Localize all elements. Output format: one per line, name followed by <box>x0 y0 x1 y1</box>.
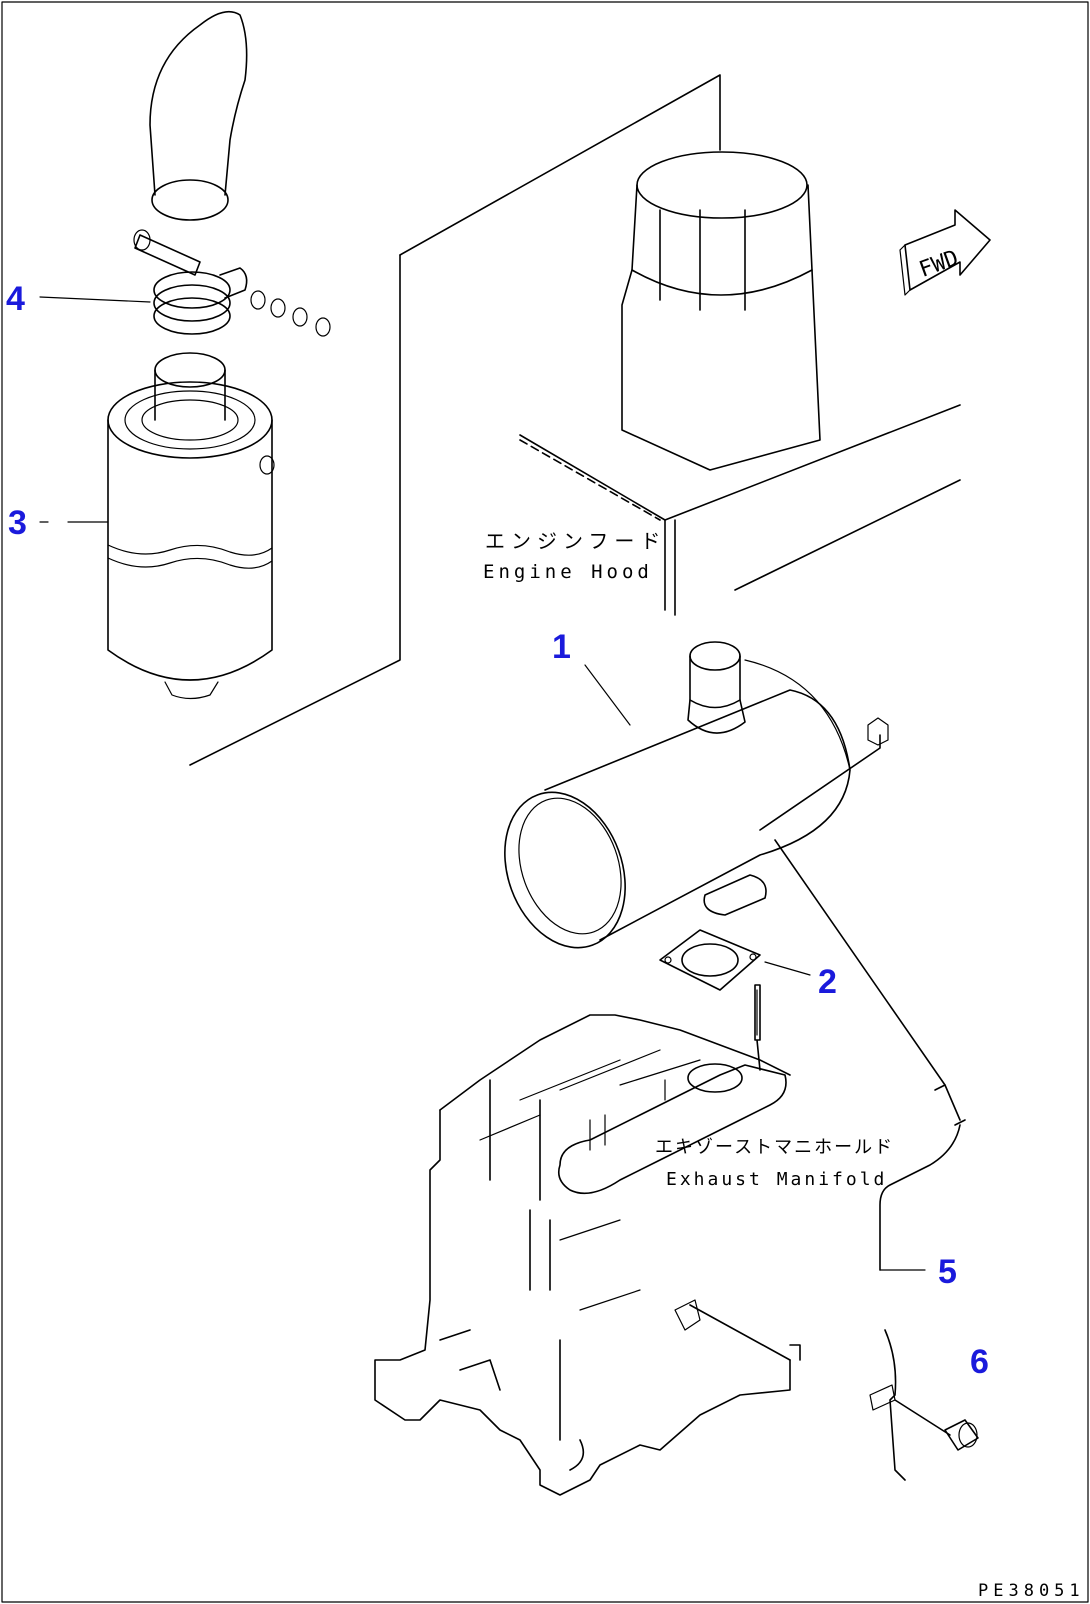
drain-tube <box>774 839 966 1271</box>
stud-bolt <box>754 984 761 1071</box>
bracket-bolt <box>869 1329 979 1481</box>
callout-6[interactable]: 6 <box>970 1343 989 1381</box>
hose-clamp <box>153 267 331 337</box>
engine-block <box>374 1014 801 1496</box>
drawing-code: PE38051 <box>978 1581 1085 1601</box>
air-cleaner <box>107 352 275 700</box>
callout-2[interactable]: 2 <box>818 963 837 1001</box>
exhaust-manifold-label-jp: エキゾーストマニホールド <box>655 1137 894 1158</box>
gasket <box>659 929 761 991</box>
engine-hood-label-en: Engine Hood <box>483 561 653 583</box>
callout-1[interactable]: 1 <box>552 628 571 666</box>
intake-elbow <box>133 10 248 276</box>
callout-5[interactable]: 5 <box>938 1253 957 1291</box>
exhaust-manifold-label-en: Exhaust Manifold <box>666 1169 887 1190</box>
callout-4[interactable]: 4 <box>6 280 25 318</box>
leader-lines <box>39 296 926 1271</box>
engine-hood <box>189 74 961 766</box>
muffler <box>504 641 889 949</box>
fwd-label: FWD <box>916 246 962 283</box>
forward-arrow-icon: FWD <box>899 209 991 296</box>
engine-hood-label-jp: エンジンフード <box>485 529 666 553</box>
callout-3[interactable]: 3 <box>8 504 27 542</box>
